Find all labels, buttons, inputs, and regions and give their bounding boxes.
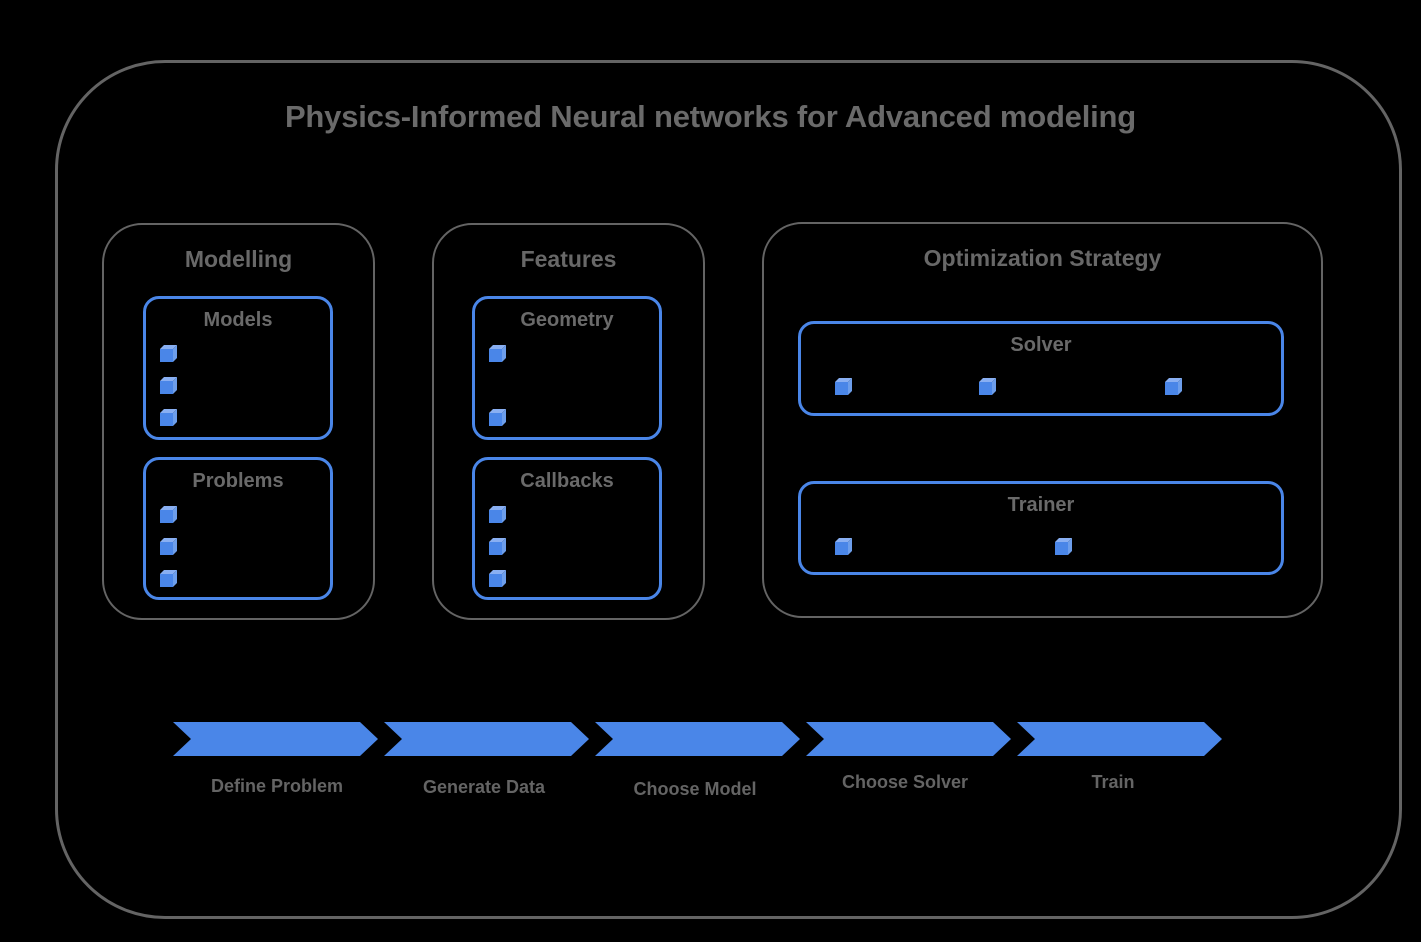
cube-icon xyxy=(979,382,992,395)
cube-icon xyxy=(489,542,502,555)
box-geometry: Geometry xyxy=(472,296,662,440)
section-modelling-title: Modelling xyxy=(184,246,293,272)
box-trainer: Trainer xyxy=(798,481,1284,575)
cube-icon xyxy=(835,382,848,395)
pipeline-arrow-segment-4 xyxy=(806,722,1011,756)
cube-icon xyxy=(160,349,173,362)
pipeline-arrow-segment-2 xyxy=(384,722,589,756)
cube-icon xyxy=(489,510,502,523)
section-modelling: Modelling Models Problems xyxy=(102,223,375,620)
section-features-title: Features xyxy=(520,246,617,272)
box-callbacks-title: Callbacks xyxy=(520,470,614,492)
cube-icon xyxy=(160,574,173,587)
pipeline-arrow-segment-3 xyxy=(595,722,800,756)
cube-icon xyxy=(160,510,173,523)
pipeline-arrow-segment-5 xyxy=(1017,722,1222,756)
diagram-outer-frame xyxy=(55,60,1402,919)
pipeline-step-label: Choose Solver xyxy=(841,772,969,792)
cube-icon xyxy=(1055,542,1068,555)
pipeline-step-label: Train xyxy=(1091,772,1135,792)
cube-icon xyxy=(835,542,848,555)
box-geometry-title: Geometry xyxy=(520,309,614,331)
section-optimization-strategy-title: Optimization Strategy xyxy=(923,245,1162,271)
cube-icon xyxy=(1165,382,1178,395)
box-solver-title: Solver xyxy=(1010,334,1072,356)
section-features: Features Geometry Callbacks xyxy=(432,223,705,620)
cube-icon xyxy=(160,413,173,426)
cube-icon xyxy=(160,542,173,555)
pipeline-step-label: Generate Data xyxy=(422,777,546,797)
cube-icon xyxy=(160,381,173,394)
pipeline-arrow-segment-1 xyxy=(173,722,378,756)
box-models: Models xyxy=(143,296,333,440)
cube-icon xyxy=(489,349,502,362)
section-optimization-strategy: Optimization Strategy Solver Trainer xyxy=(762,222,1323,618)
cube-icon xyxy=(489,413,502,426)
pipeline-step-label: Choose Model xyxy=(633,779,757,799)
box-solver: Solver xyxy=(798,321,1284,416)
box-problems: Problems xyxy=(143,457,333,600)
pipeline-step-label: Define Problem xyxy=(210,776,344,796)
cube-icon xyxy=(489,574,502,587)
box-callbacks: Callbacks xyxy=(472,457,662,600)
diagram-title: Physics-Informed Neural networks for Adv… xyxy=(284,99,1137,134)
box-trainer-title: Trainer xyxy=(1007,494,1075,516)
box-problems-title: Problems xyxy=(192,470,284,492)
box-models-title: Models xyxy=(203,309,273,331)
